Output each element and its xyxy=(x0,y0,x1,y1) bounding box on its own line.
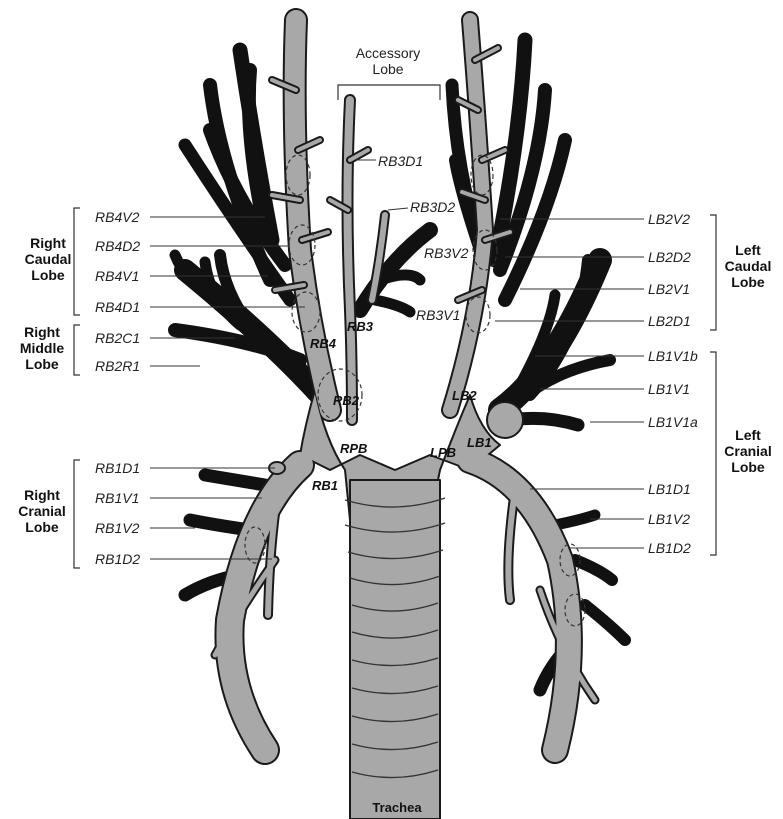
trachea-shape xyxy=(345,480,445,819)
trachea-label: Trachea xyxy=(372,800,422,815)
right-cranial-lobe-l1: Right xyxy=(24,487,60,503)
label-lpb: LPB xyxy=(430,445,456,460)
label-lb1d1: LB1D1 xyxy=(648,481,691,497)
label-lb1v2: LB1V2 xyxy=(648,511,690,527)
right-middle-lobe-l3: Lobe xyxy=(25,356,59,372)
label-rb2c1: RB2C1 xyxy=(95,330,140,346)
label-rb1d1: RB1D1 xyxy=(95,460,140,476)
left-caudal-lobe-l3: Lobe xyxy=(731,274,765,290)
label-rb1v2: RB1V2 xyxy=(95,520,140,536)
label-rb4: RB4 xyxy=(310,336,337,351)
label-lb1v1: LB1V1 xyxy=(648,381,690,397)
label-lb2v1: LB2V1 xyxy=(648,281,690,297)
label-lb2d1: LB2D1 xyxy=(648,313,691,329)
label-lb1v1a: LB1V1a xyxy=(648,414,698,430)
label-rpb: RPB xyxy=(340,441,367,456)
label-rb3v1: RB3V1 xyxy=(416,307,460,323)
label-lb2d2: LB2D2 xyxy=(648,249,691,265)
label-rb4d1: RB4D1 xyxy=(95,299,140,315)
left-caudal-lobe-l2: Caudal xyxy=(725,258,772,274)
label-rb3v2: RB3V2 xyxy=(424,245,469,261)
label-lb1d2: LB1D2 xyxy=(648,540,691,556)
right-caudal-lobe-l3: Lobe xyxy=(31,267,65,283)
label-rb3d2: RB3D2 xyxy=(410,199,455,215)
left-cranial-lobe-l1: Left xyxy=(735,427,761,443)
label-rb3d1: RB3D1 xyxy=(378,153,423,169)
right-cranial-lobe-l3: Lobe xyxy=(25,519,59,535)
label-rb1v1: RB1V1 xyxy=(95,490,139,506)
label-lb2: LB2 xyxy=(452,388,477,403)
label-rb4v1: RB4V1 xyxy=(95,268,139,284)
right-caudal-lobe-l1: Right xyxy=(30,235,66,251)
accessory-lobe-line2: Lobe xyxy=(372,61,403,77)
left-brackets xyxy=(74,208,80,568)
label-rb2r1: RB2R1 xyxy=(95,358,140,374)
label-rb2: RB2 xyxy=(333,393,360,408)
left-cranial-lobe-l2: Cranial xyxy=(724,443,771,459)
left-caudal-lobe-l1: Left xyxy=(735,242,761,258)
right-middle-lobe-l2: Middle xyxy=(20,340,65,356)
left-cranial-lobe-l3: Lobe xyxy=(731,459,765,475)
label-rb1d2: RB1D2 xyxy=(95,551,140,567)
label-rb4d2: RB4D2 xyxy=(95,238,140,254)
label-lb1: LB1 xyxy=(467,435,492,450)
accessory-lobe-line1: Accessory xyxy=(356,45,421,61)
accessory-lobe-label: Accessory Lobe xyxy=(338,45,440,100)
right-caudal-lobe-l2: Caudal xyxy=(25,251,72,267)
right-brackets xyxy=(710,215,716,555)
label-lb2v2: LB2V2 xyxy=(648,211,690,227)
right-middle-lobe-l1: Right xyxy=(24,324,60,340)
label-lb1v1b: LB1V1b xyxy=(648,348,698,364)
right-cranial-lobe-l2: Cranial xyxy=(18,503,65,519)
label-rb3: RB3 xyxy=(347,319,374,334)
label-rb4v2: RB4V2 xyxy=(95,209,140,225)
label-rb1: RB1 xyxy=(312,478,338,493)
